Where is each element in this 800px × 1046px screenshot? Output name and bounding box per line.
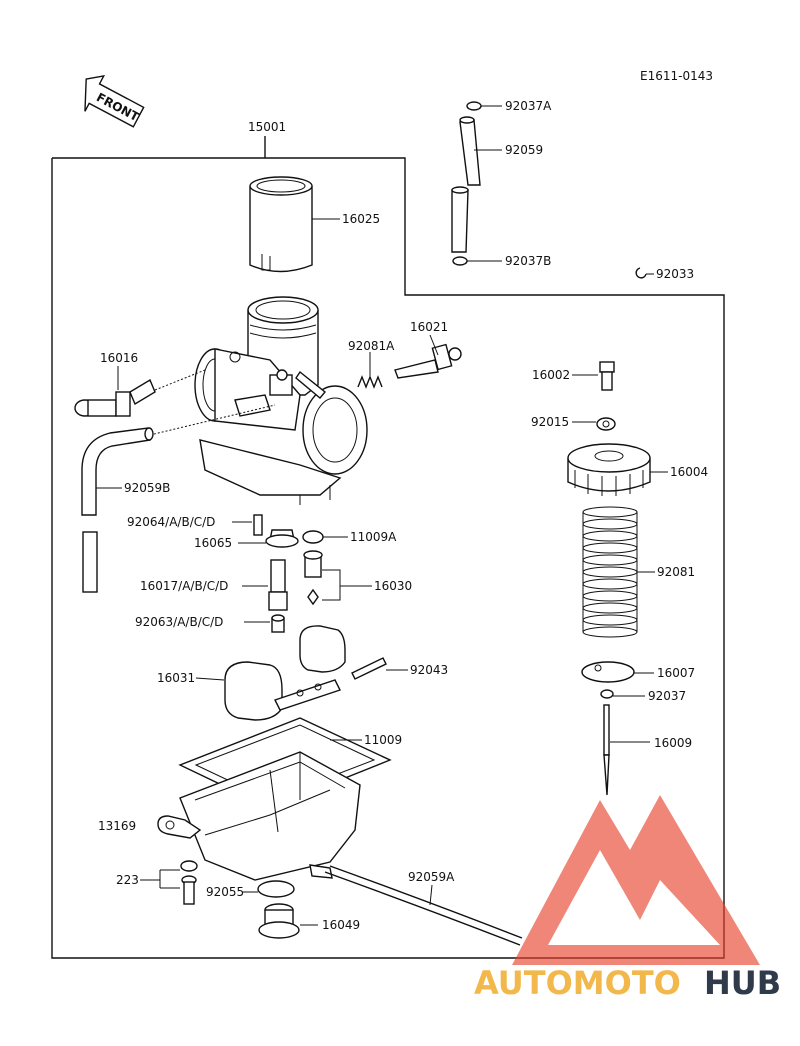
jet-needle-16009: [603, 704, 610, 796]
label-16049: 16049: [322, 918, 360, 932]
assembly-boundary: [51, 157, 725, 959]
label-11009: 11009: [364, 733, 402, 747]
label-16021: 16021: [410, 320, 448, 334]
label-92081: 92081: [657, 565, 695, 579]
label-92059B: 92059B: [124, 481, 170, 495]
label-92081A: 92081A: [348, 339, 395, 353]
needle-jet-16017: [268, 559, 288, 611]
clip-92037: [600, 689, 614, 699]
label-92059A: 92059A: [408, 870, 455, 884]
label-16002: 16002: [532, 368, 570, 382]
hose-92059: [451, 116, 481, 253]
needle-jet-holder-16065: [265, 529, 299, 548]
label-223: 223: [116, 873, 139, 887]
label-11009A: 11009A: [350, 530, 397, 544]
throttle-slide-16025: [249, 176, 313, 273]
label-16065: 16065: [194, 536, 232, 550]
label-92015: 92015: [531, 415, 569, 429]
clip-92037A: [466, 101, 482, 111]
carburetor-body: [194, 296, 368, 505]
clip-92037B: [452, 256, 468, 266]
drawing-code: E1611-0143: [640, 69, 713, 83]
spring-92081A: [357, 375, 383, 389]
cap-16004: [567, 443, 651, 496]
float-valve-16030: [303, 550, 323, 606]
label-92033: 92033: [656, 267, 694, 281]
label-92043: 92043: [410, 663, 448, 677]
drain-plug-16049: [258, 903, 300, 939]
watermark-automoto: AUTOMOTO: [474, 964, 681, 1002]
label-16025: 16025: [342, 212, 380, 226]
label-92064: 92064/A/B/C/D: [127, 515, 215, 529]
label-16016: 16016: [100, 351, 138, 365]
label-92063: 92063/A/B/C/D: [135, 615, 223, 629]
label-92055: 92055: [206, 885, 244, 899]
label-92037: 92037: [648, 689, 686, 703]
label-16007: 16007: [657, 666, 695, 680]
throttle-stop-screw-16021: [394, 343, 462, 379]
label-92059: 92059: [505, 143, 543, 157]
label-13169: 13169: [98, 819, 136, 833]
label-16009: 16009: [654, 736, 692, 750]
pilot-jet-92064: [253, 514, 263, 536]
label-16030: 16030: [374, 579, 412, 593]
bolt-16002: [599, 361, 615, 391]
float-16031: [224, 625, 346, 721]
float-bowl: [179, 751, 361, 881]
label-15001: 15001: [248, 120, 286, 134]
watermark-hub: HUB: [704, 964, 781, 1002]
automotohub-logo: [512, 795, 760, 965]
label-92037B: 92037B: [505, 254, 551, 268]
label-92037A: 92037A: [505, 99, 552, 113]
hose-92059B: [81, 427, 154, 593]
oring-92055: [257, 880, 295, 898]
hose-92059A: [324, 871, 521, 946]
pilot-screw-16016: [74, 378, 156, 417]
spring-92081: [582, 506, 638, 638]
ring-92033: [635, 267, 647, 279]
front-arrow-icon: FRONT: [84, 75, 145, 128]
label-16031: 16031: [157, 671, 195, 685]
screws-223: [180, 860, 198, 905]
label-16017: 16017/A/B/C/D: [140, 579, 228, 593]
bracket-13169: [157, 815, 202, 839]
retainer-16007: [581, 661, 635, 683]
oring-11009A: [302, 530, 324, 544]
label-16004: 16004: [670, 465, 708, 479]
nut-92015: [596, 417, 616, 431]
float-pin-92043: [351, 657, 387, 680]
main-jet-92063: [271, 614, 285, 633]
